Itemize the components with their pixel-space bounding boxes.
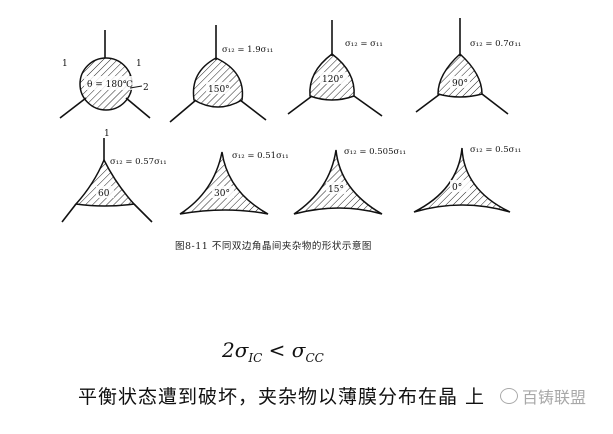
sigma-label: σ₁₂ = σ₁₁ (345, 39, 383, 49)
panel-150: 150° σ₁₂ = 1.9σ₁₁ (169, 25, 273, 123)
formula-coef: 2 (222, 338, 235, 362)
angle-label: 120° (322, 75, 344, 85)
sigma-label: σ₁₂ = 0.51σ₁₁ (232, 151, 289, 161)
sigma-label: σ₁₂ = 0.7σ₁₁ (470, 39, 521, 49)
formula-sigma: σ (234, 338, 249, 362)
panel-120: 120° σ₁₂ = σ₁₁ (287, 20, 383, 117)
panel-60: 60 1 σ₁₂ = 0.57σ₁₁ (61, 129, 167, 223)
formula-sigma: σ (291, 338, 306, 362)
watermark-text: 百铸联盟 (522, 388, 587, 407)
watermark: 百铸联盟 (500, 384, 586, 408)
panel-180: θ = 180℃ 1 1 2 (59, 30, 151, 119)
sigma-label: σ₁₂ = 1.9σ₁₁ (222, 45, 273, 55)
wechat-icon (500, 388, 518, 404)
formula-sub: IC (248, 351, 263, 365)
angle-label: 150° (208, 85, 230, 95)
angle-label: 15° (328, 185, 344, 195)
angle-label: θ = 180℃ (87, 80, 133, 90)
angle-label: 90° (452, 79, 468, 89)
sigma-label: σ₁₂ = 0.505σ₁₁ (344, 147, 406, 157)
figure-caption: 图8-11 不同双边角晶间夹杂物的形状示意图 (175, 241, 372, 252)
grain-label-top: 1 (104, 129, 110, 139)
inclusion-label: 2 (143, 83, 149, 93)
grain-label-left: 1 (62, 59, 68, 69)
angle-label: 0° (452, 183, 462, 193)
statement-text: 平衡状态遭到破坏，夹杂物以薄膜分布在晶 上 (78, 386, 486, 408)
panel-15: 15° σ₁₂ = 0.505σ₁₁ (293, 147, 406, 215)
sigma-label: σ₁₂ = 0.57σ₁₁ (110, 157, 167, 167)
formula: 2σIC < σCC (222, 338, 324, 365)
panel-90: 90° σ₁₂ = 0.7σ₁₁ (415, 18, 521, 115)
inclusion-shape-diagram: θ = 180℃ 1 1 2 150° σ₁₂ = 1.9σ₁₁ 120° σ₁… (59, 18, 521, 223)
formula-operator: < (262, 338, 292, 362)
formula-sub: CC (305, 351, 324, 365)
grain-label-right: 1 (136, 59, 142, 69)
panel-0: 0° σ₁₂ = 0.5σ₁₁ (413, 145, 521, 213)
angle-label: 60 (98, 189, 110, 199)
panel-30: 30° σ₁₂ = 0.51σ₁₁ (179, 151, 289, 215)
angle-label: 30° (214, 189, 230, 199)
sigma-label: σ₁₂ = 0.5σ₁₁ (470, 145, 521, 155)
